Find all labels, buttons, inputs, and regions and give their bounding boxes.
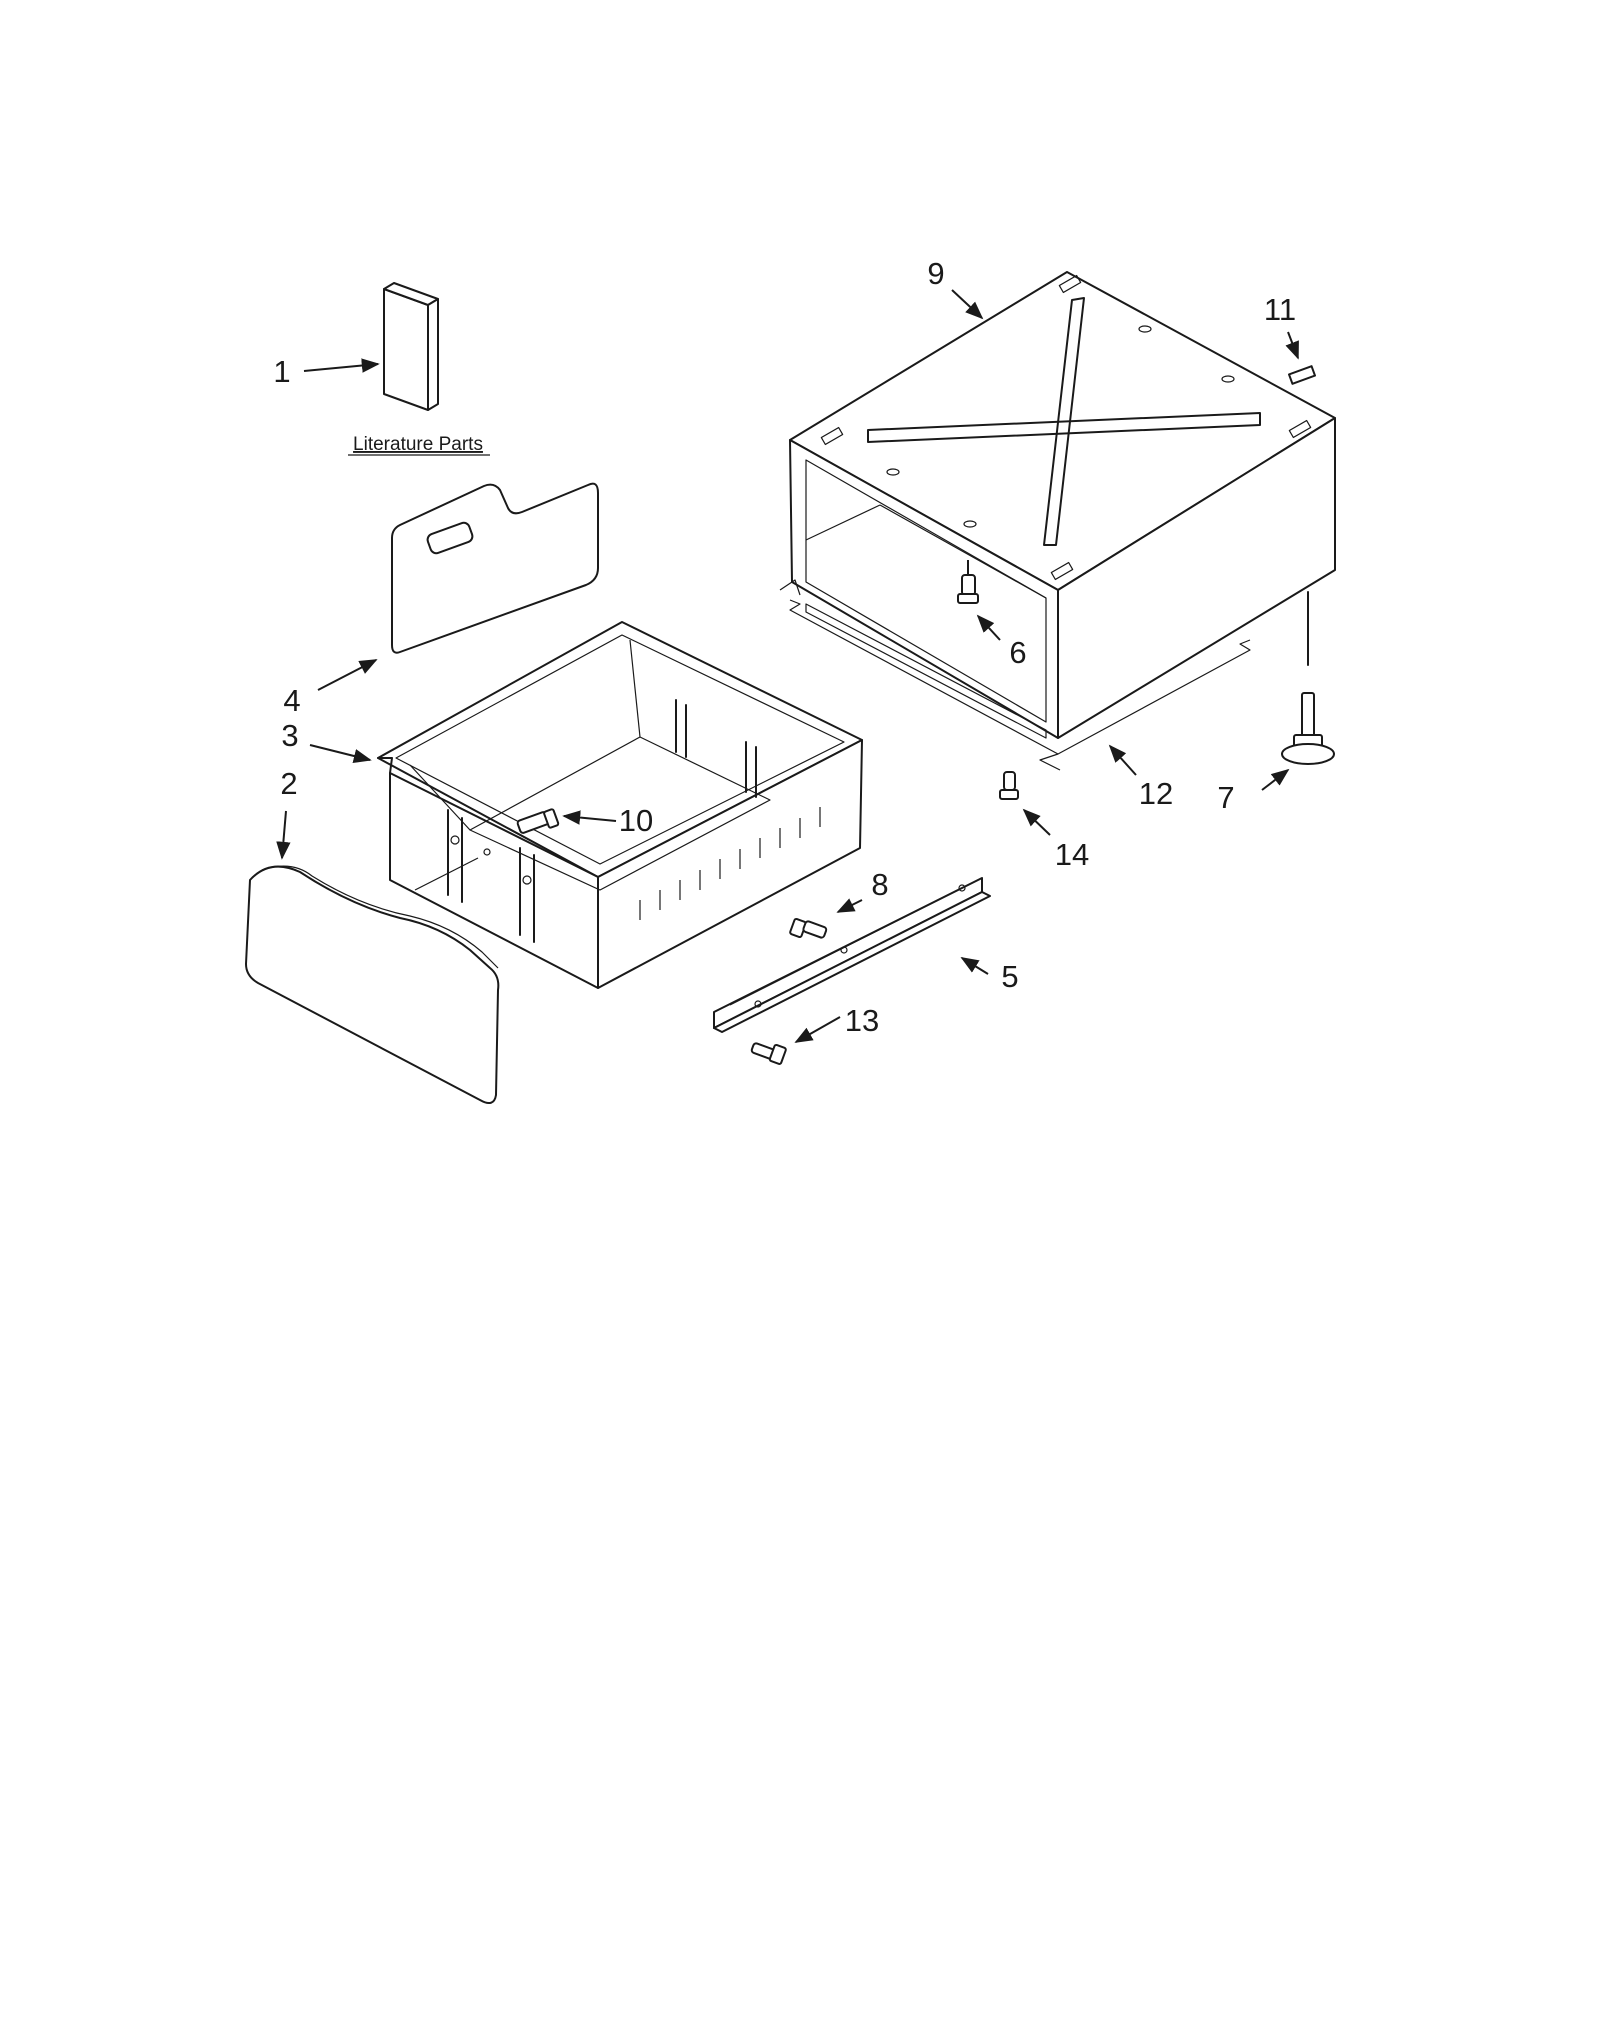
leveling-leg xyxy=(1281,692,1335,765)
drawer-panel-insert xyxy=(391,482,599,654)
callout-10: 10 xyxy=(619,803,653,838)
drawer-slide-rail xyxy=(713,877,991,1033)
callout-4: 4 xyxy=(283,683,300,718)
callout-6: 6 xyxy=(1009,635,1026,670)
foot-pad-11 xyxy=(1288,365,1316,385)
callout-5: 5 xyxy=(1001,959,1018,994)
drawer-front-panel xyxy=(245,865,500,1105)
literature-booklet xyxy=(383,282,439,411)
callout-3: 3 xyxy=(281,718,298,753)
screw-14 xyxy=(999,771,1019,800)
callout-11: 11 xyxy=(1264,292,1296,327)
base-plate xyxy=(779,579,1251,771)
callout-7: 7 xyxy=(1217,780,1234,815)
drawer-pan xyxy=(377,621,863,989)
literature-parts-label: Literature Parts xyxy=(353,434,483,455)
callout-13: 13 xyxy=(845,1003,879,1038)
callout-8: 8 xyxy=(871,867,888,902)
pedestal-housing xyxy=(789,271,1336,739)
screw-13 xyxy=(750,1042,787,1065)
callout-1: 1 xyxy=(273,354,290,389)
screw-10 xyxy=(516,808,560,834)
callout-arrows xyxy=(276,289,1299,1043)
screw-6 xyxy=(957,560,979,604)
callout-14: 14 xyxy=(1055,837,1089,872)
callout-2: 2 xyxy=(280,766,297,801)
callout-9: 9 xyxy=(927,256,944,291)
screw-8 xyxy=(789,917,828,939)
callout-12: 12 xyxy=(1139,776,1173,811)
